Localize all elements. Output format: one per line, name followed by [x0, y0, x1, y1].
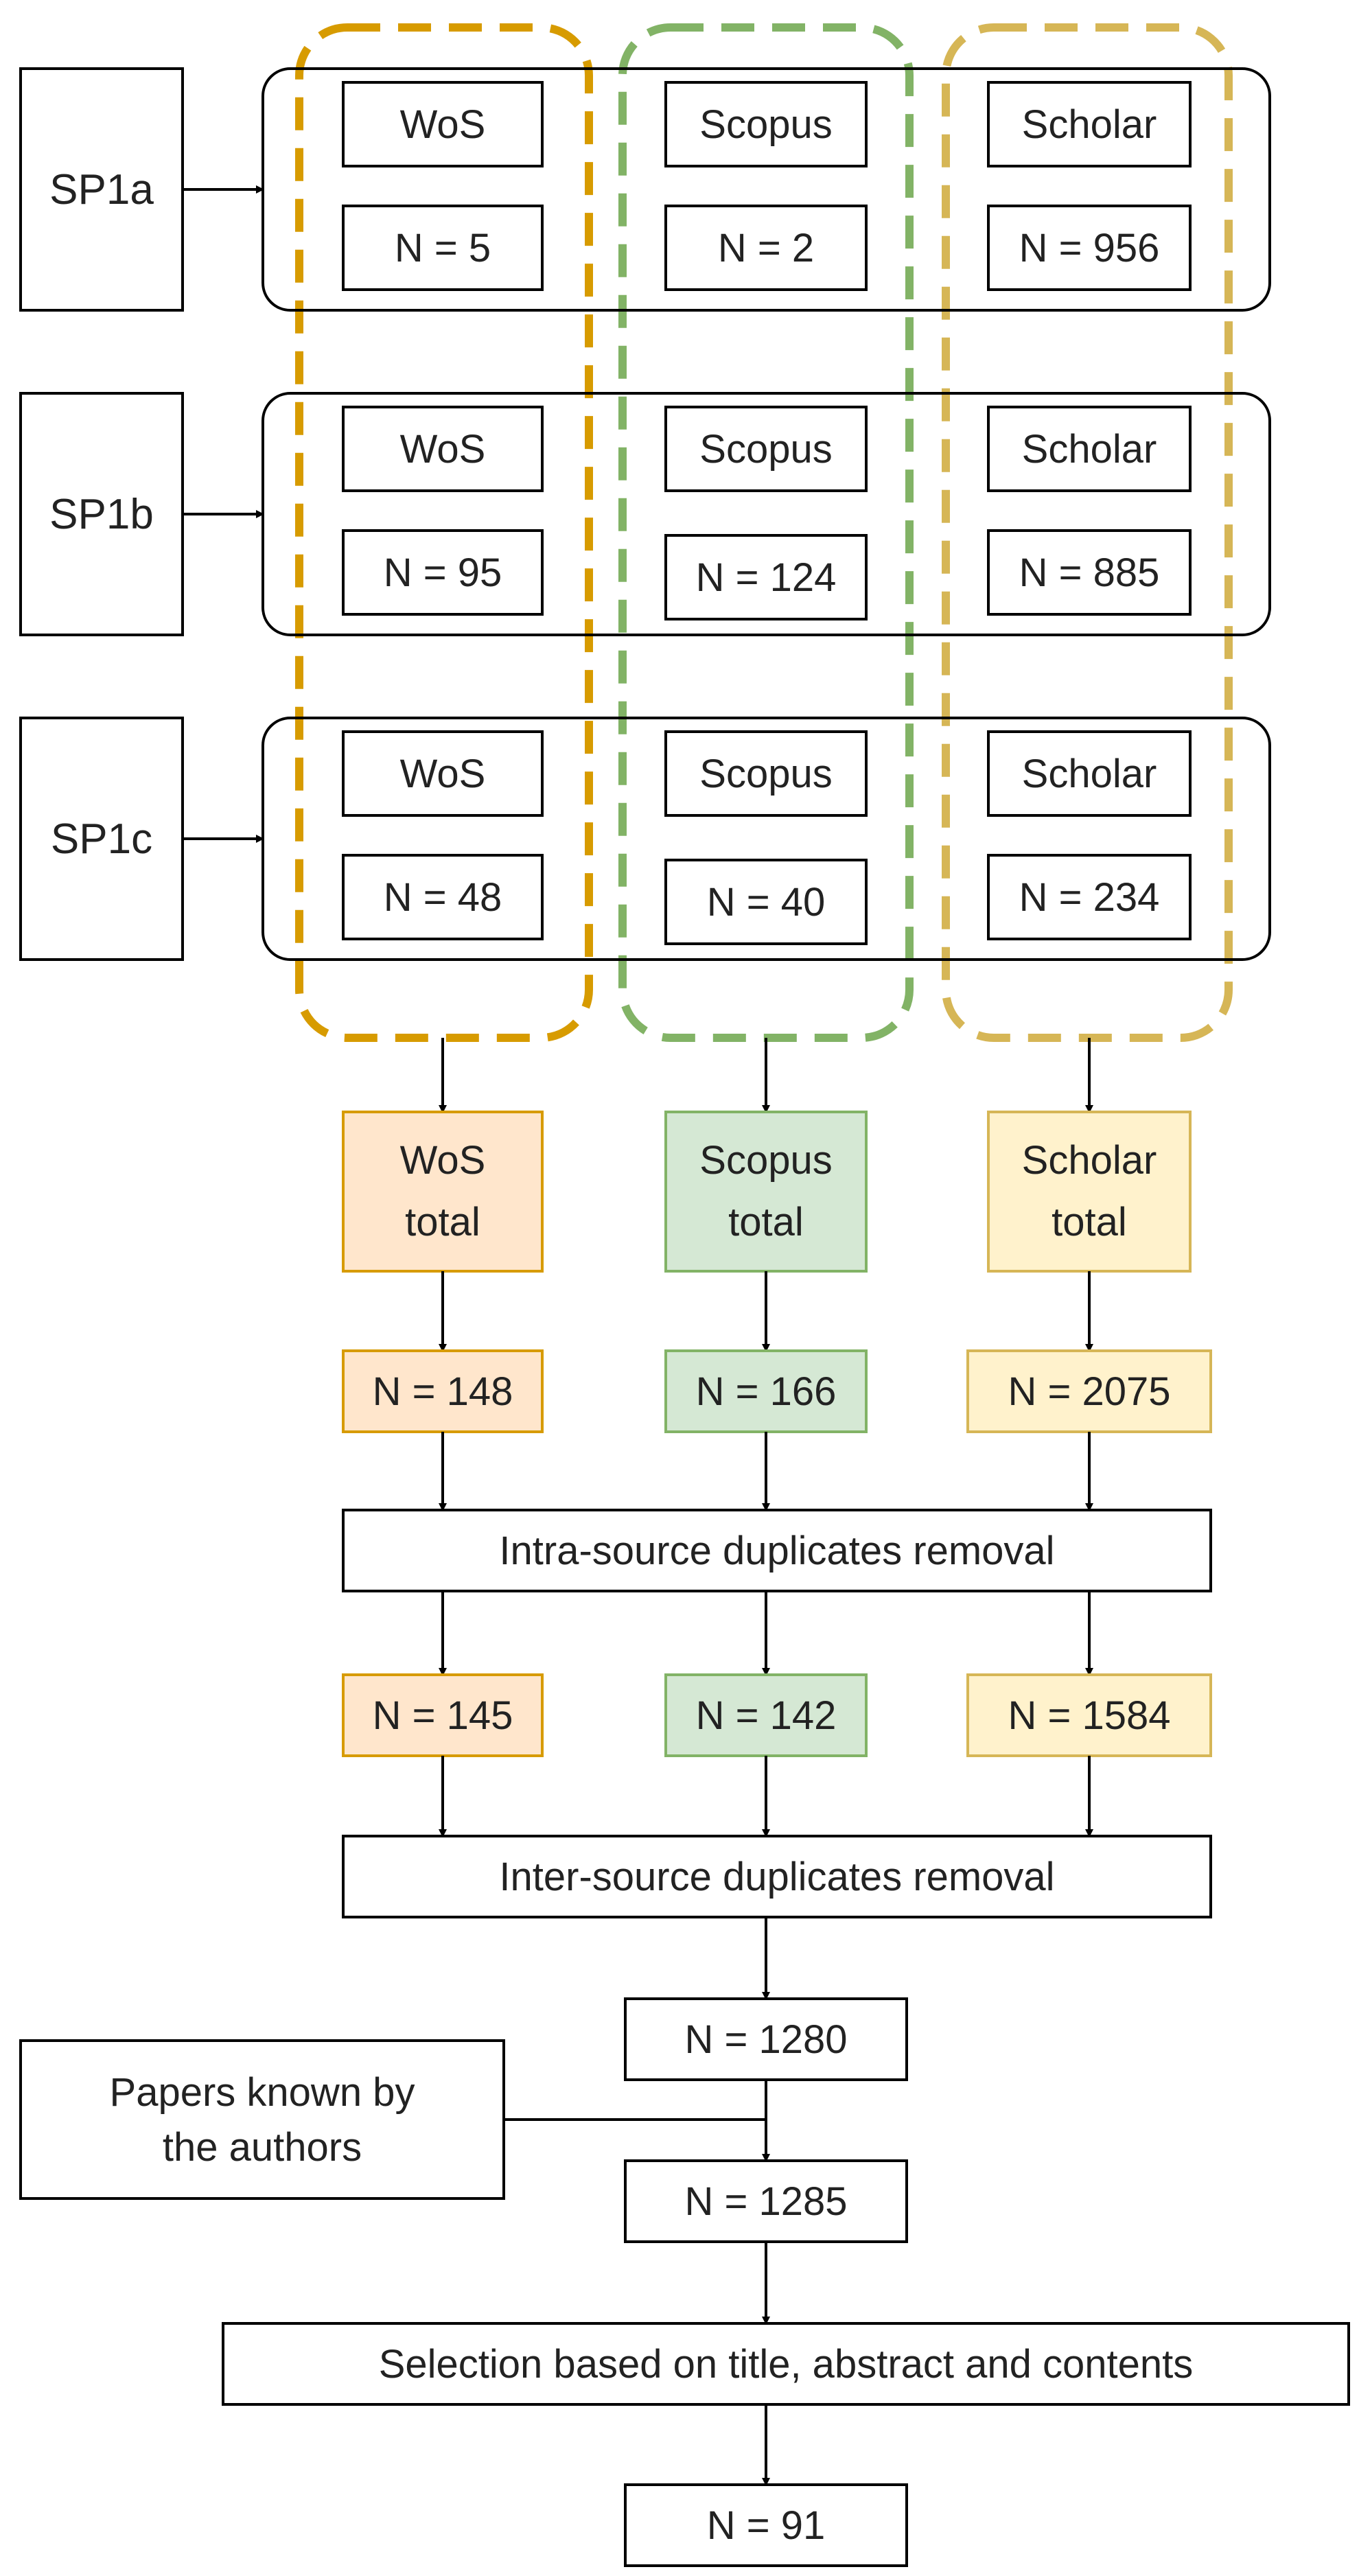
scopus-count-box: [664, 534, 868, 620]
scholar-source-label: Scholar: [1022, 102, 1157, 147]
search-phase-sp1c: SP1c WoS Scopus Scholar N = 48 N = 40 N …: [19, 717, 1271, 961]
phase-label-box: [19, 717, 184, 961]
intra-source-removal-box: [342, 1509, 1212, 1592]
wos-source-box: [342, 406, 544, 492]
wos-intra-count: N = 145: [373, 1693, 513, 1738]
scopus-source-box: [664, 406, 868, 492]
final-count-box: [624, 2483, 908, 2567]
scopus-source-label: Scopus: [699, 102, 832, 147]
search-phase-sp1a: SP1a WoS Scopus Scholar N = 5 N = 2 N = …: [19, 67, 1271, 312]
scopus-count-box: [664, 205, 868, 291]
wos-source-label: WoS: [400, 752, 486, 796]
scopus-count: N = 2: [718, 226, 814, 270]
wos-source-label: WoS: [400, 427, 486, 472]
wos-count: N = 95: [384, 550, 502, 595]
phase-label-box: [19, 392, 184, 636]
scopus-source-box: [664, 730, 868, 817]
wos-total-box: [342, 1111, 544, 1273]
scholar-source-label: Scholar: [1022, 752, 1157, 796]
scopus-source-box: [664, 81, 868, 167]
phase-container: [262, 67, 1271, 312]
scholar-source-box: [987, 730, 1192, 817]
wos-count-box: [342, 854, 544, 940]
inter-source-removal-box: [342, 1835, 1212, 1918]
known-count-box: [624, 2159, 908, 2243]
phase-label-box: [19, 67, 184, 312]
scholar-total-count: N = 2075: [1008, 1369, 1170, 1414]
scholar-column-group: [942, 23, 1233, 1042]
scholar-count: N = 234: [1019, 875, 1160, 920]
scholar-count-box: [987, 529, 1192, 616]
inter-count: N = 1280: [684, 2017, 847, 2062]
scopus-total-box: [664, 1111, 868, 1273]
phase-label: SP1c: [51, 815, 152, 863]
scopus-source-label: Scopus: [699, 752, 832, 796]
wos-total-count-box: [342, 1349, 544, 1433]
wos-total-count: N = 148: [373, 1369, 513, 1414]
phase-container: [262, 717, 1271, 961]
scholar-source-box: [987, 406, 1192, 492]
wos-count-box: [342, 205, 544, 291]
wos-column-group: [295, 23, 593, 1042]
phase-container: [262, 392, 1271, 636]
inter-source-removal-label: Inter-source duplicates removal: [499, 1855, 1054, 1899]
scopus-count-box: [664, 859, 868, 945]
known-papers-box: [19, 2039, 505, 2200]
scopus-intra-count-box: [664, 1673, 868, 1757]
wos-count-box: [342, 529, 544, 616]
known-count: N = 1285: [684, 2179, 847, 2224]
wos-count: N = 48: [384, 875, 502, 920]
intra-source-removal-label: Intra-source duplicates removal: [499, 1529, 1054, 1573]
selection-box: [222, 2322, 1350, 2406]
wos-source-box: [342, 730, 544, 817]
phase-label: SP1b: [49, 491, 154, 538]
scopus-total-count: N = 166: [696, 1369, 837, 1414]
scholar-total-count-box: [966, 1349, 1212, 1433]
scholar-count: N = 885: [1019, 550, 1160, 595]
scholar-total-box: [987, 1111, 1192, 1273]
scholar-source-box: [987, 81, 1192, 167]
scopus-intra-count: N = 142: [696, 1693, 837, 1738]
scholar-count-box: [987, 205, 1192, 291]
final-count: N = 91: [707, 2503, 826, 2548]
scopus-count: N = 124: [696, 555, 837, 600]
scholar-intra-count-box: [966, 1673, 1212, 1757]
scholar-source-label: Scholar: [1022, 427, 1157, 472]
scopus-count: N = 40: [707, 880, 826, 925]
scholar-count: N = 956: [1019, 226, 1160, 270]
wos-count: N = 5: [395, 226, 491, 270]
wos-source-box: [342, 81, 544, 167]
wos-source-label: WoS: [400, 102, 486, 147]
selection-label: Selection based on title, abstract and c…: [379, 2342, 1194, 2387]
phase-label: SP1a: [49, 166, 154, 213]
scopus-source-label: Scopus: [699, 427, 832, 472]
scholar-intra-count: N = 1584: [1008, 1693, 1170, 1738]
scholar-count-box: [987, 854, 1192, 940]
search-phase-sp1b: SP1b WoS Scopus Scholar N = 95 N = 124 N…: [19, 392, 1271, 636]
